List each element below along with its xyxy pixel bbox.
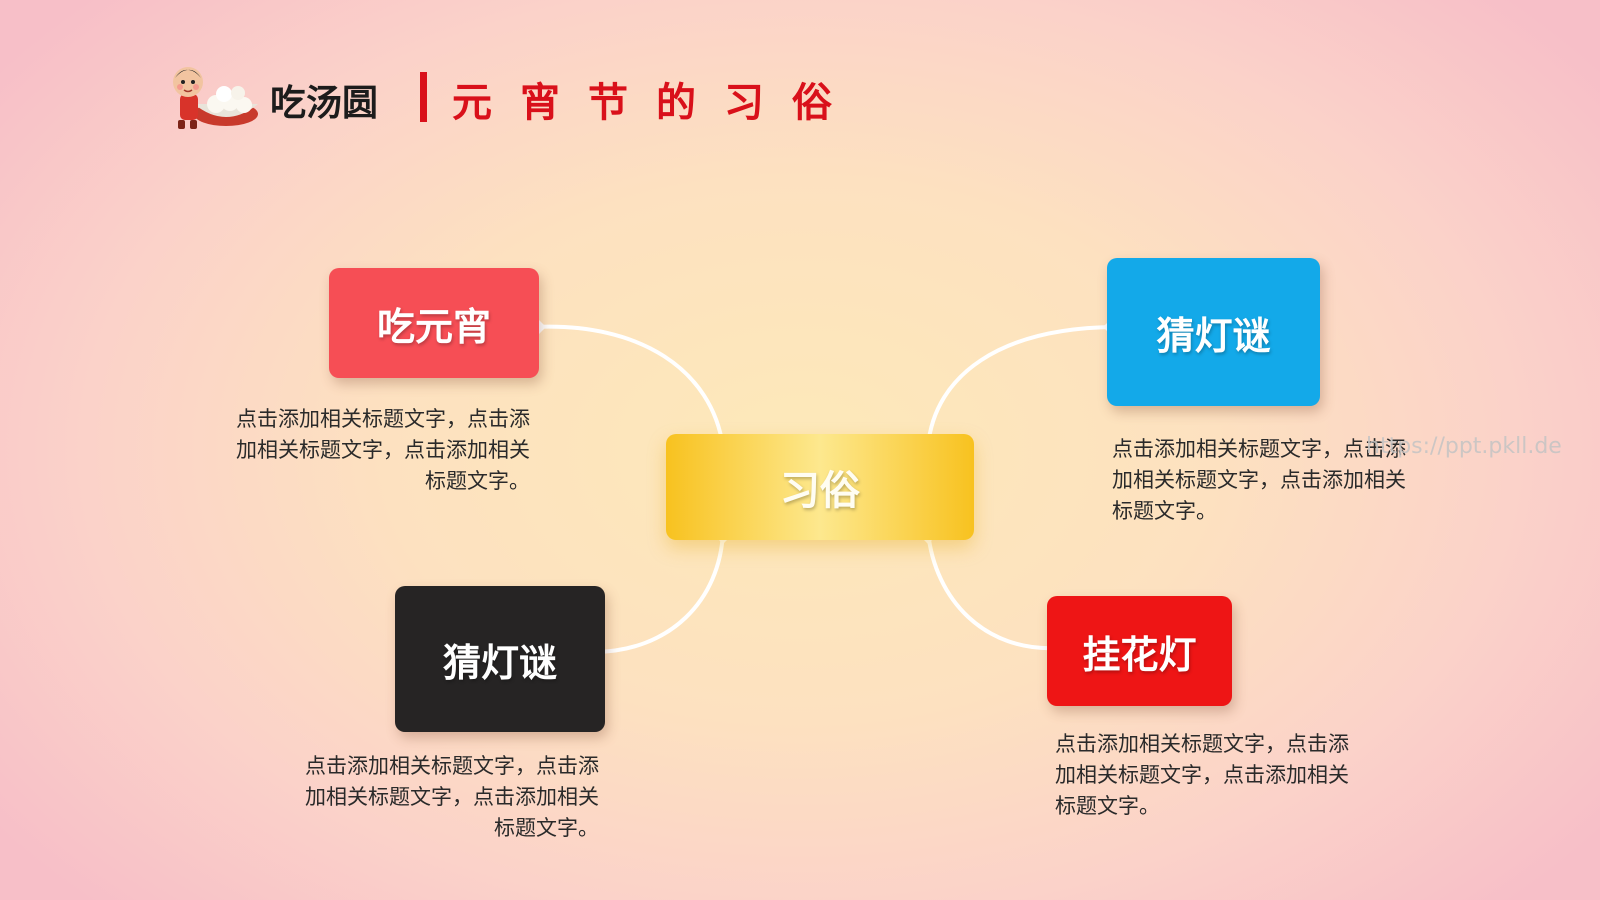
node-description: 点击添加相关标题文字，点击添加相关标题文字，点击添加相关标题文字。 (236, 407, 530, 493)
watermark-text: https://ppt.pkll.de (1366, 434, 1562, 459)
node-description: 点击添加相关标题文字，点击添加相关标题文字，点击添加相关标题文字。 (1112, 437, 1406, 523)
connector-1 (532, 324, 725, 449)
node-hang-lanterns: 挂花灯 (1047, 596, 1232, 706)
node-guess-riddles-dark: 猜灯谜 (395, 586, 605, 732)
tangyuan-mascot-icon (173, 67, 258, 129)
center-box: 习俗 (666, 434, 974, 540)
node-eat-yuanxiao: 吃元宵 (329, 268, 539, 378)
connector-3 (591, 530, 725, 654)
connector-2 (926, 325, 1117, 448)
node-description: 点击添加相关标题文字，点击添加相关标题文字，点击添加相关标题文字。 (1055, 732, 1349, 818)
node-guess-riddles-blue: 猜灯谜 (1107, 258, 1320, 406)
brand-text: 吃汤圆 (270, 82, 379, 124)
page-title: 元宵节的习俗 (452, 79, 860, 126)
title-divider (420, 72, 427, 122)
connector-4 (926, 530, 1060, 651)
node-description: 点击添加相关标题文字，点击添加相关标题文字，点击添加相关标题文字。 (305, 754, 599, 840)
